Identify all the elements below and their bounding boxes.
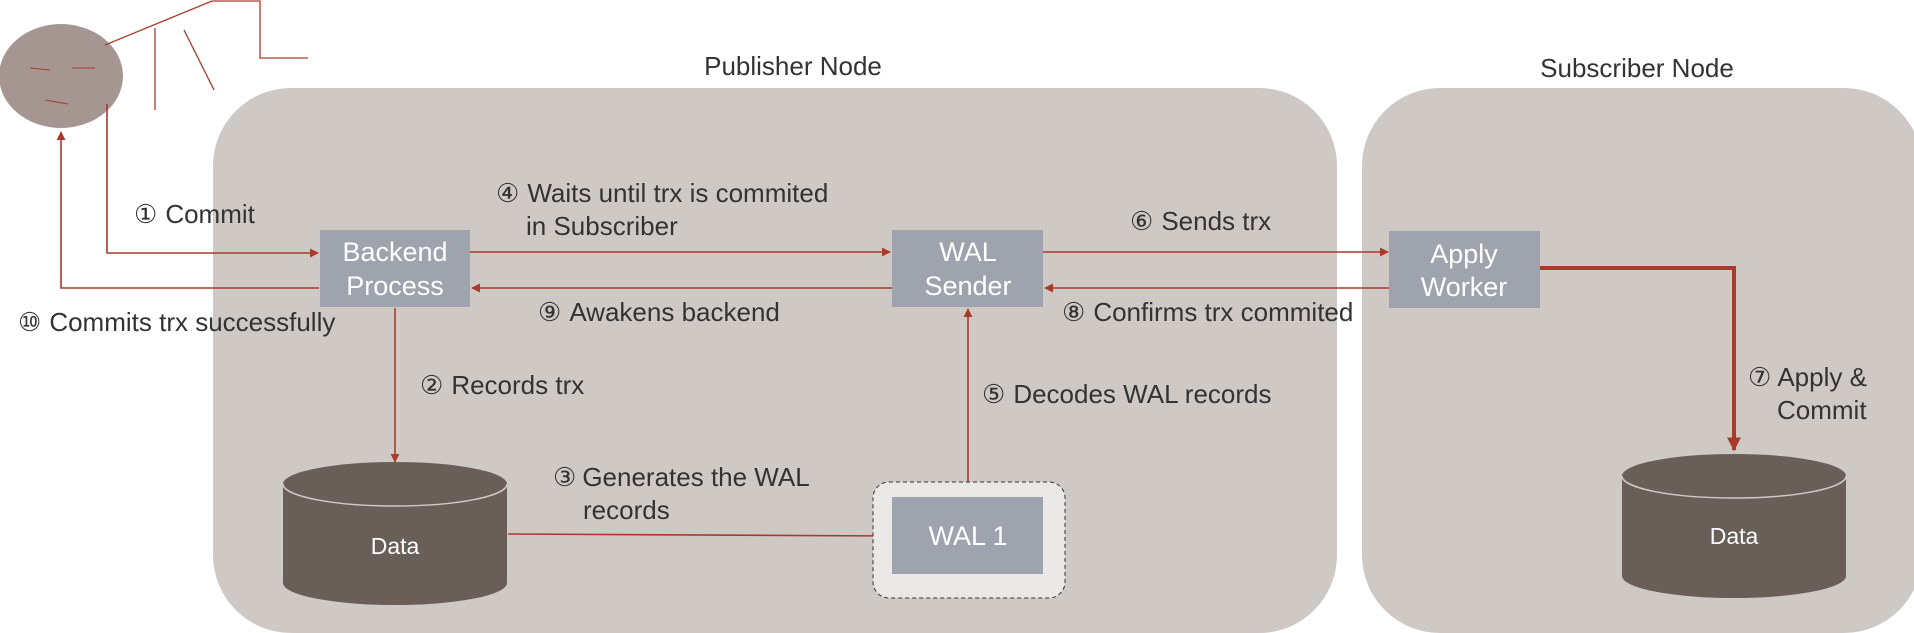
publisher-node-title: Publisher Node [704,51,882,81]
publisher-data-store: Data [282,462,508,605]
arrow-commit [106,104,319,258]
apply-worker-line2: Worker [1421,272,1508,302]
publisher-data-label: Data [371,533,420,559]
subscriber-data-store: Data [1621,454,1847,598]
backend-process-box: Backend Process [320,230,470,307]
arrow-apply-commit [1540,266,1741,452]
apply-worker-box: Apply Worker [1389,231,1540,308]
subscriber-node-title: Subscriber Node [1540,53,1734,83]
subscriber-data-label: Data [1710,523,1759,549]
wal-sender-line1: WAL [939,237,997,267]
wal-sender-line2: Sender [924,271,1011,301]
arrow-commits-successfully [56,131,319,289]
apply-worker-line1: Apply [1430,239,1498,269]
wal-file-label: WAL 1 [928,521,1007,551]
arrows [56,104,1741,541]
backend-process-line1: Backend [342,237,447,267]
wal-sender-box: WAL Sender [892,230,1043,307]
user-icon [0,0,308,128]
wal-file-box: WAL 1 [872,481,1066,599]
arrow-generates-wal [507,531,891,541]
backend-process-line2: Process [346,271,444,301]
